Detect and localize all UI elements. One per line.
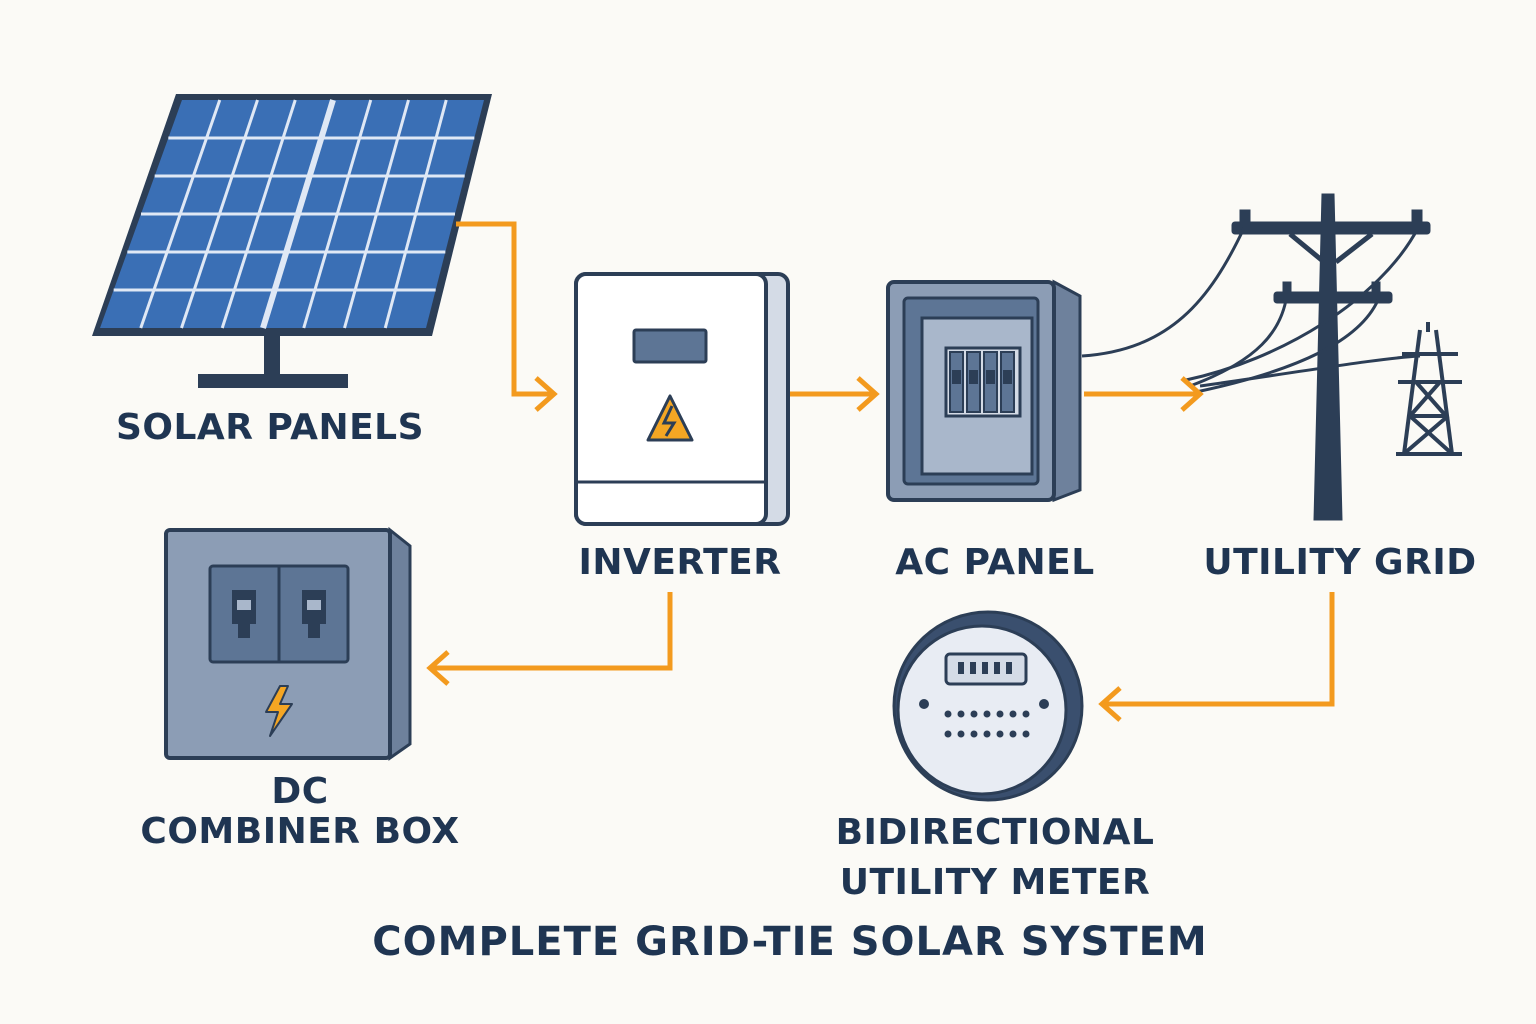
- meter-icon: [892, 610, 1084, 802]
- inverter-label: INVERTER: [578, 542, 782, 583]
- dc-combiner-label-line2: COMBINER BOX: [140, 811, 460, 853]
- utility-grid-label: UTILITY GRID: [1203, 542, 1477, 583]
- arrow-ac-panel-to-grid: [1084, 376, 1204, 412]
- dc-combiner-label-line1: DC: [271, 771, 329, 812]
- meter-label-line2: UTILITY METER: [839, 862, 1151, 904]
- arrow-inverter-to-ac-panel: [790, 376, 880, 412]
- solar-panels-label: SOLAR PANELS: [115, 407, 425, 448]
- ac-panel-icon: [886, 279, 1082, 503]
- dc-combiner-box-label: DC COMBINER BOX: [90, 771, 510, 853]
- bidirectional-meter-label: BIDIRECTIONAL UTILITY METER: [795, 808, 1195, 909]
- arrow-inverter-to-dc-combiner: [426, 592, 673, 686]
- flow-arrows: [426, 221, 1335, 722]
- arrow-grid-to-meter: [1098, 592, 1335, 722]
- ac-panel-label: AC PANEL: [895, 542, 1095, 583]
- inverter-icon: [574, 272, 790, 526]
- combiner-box-icon: [164, 526, 412, 761]
- arrow-solar-to-inverter: [456, 221, 558, 412]
- diagram-title: COMPLETE GRID-TIE SOLAR SYSTEM: [372, 919, 1208, 965]
- meter-label-line1: BIDIRECTIONAL: [835, 812, 1155, 853]
- solar-panel-icon: [92, 94, 492, 388]
- power-pole-icon: [1081, 193, 1462, 521]
